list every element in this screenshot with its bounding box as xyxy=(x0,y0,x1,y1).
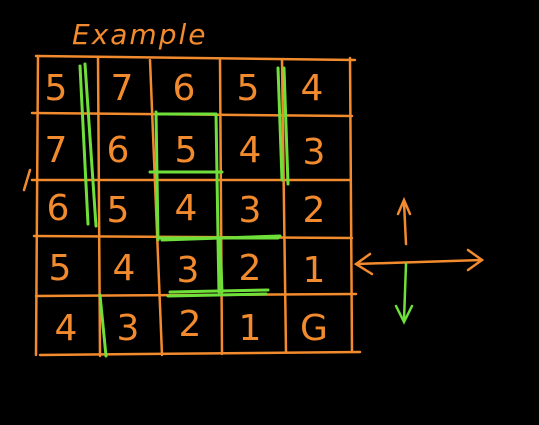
grid-cell: 1 xyxy=(303,250,326,291)
grid-cell: 3 xyxy=(303,132,326,173)
grid-cell: 3 xyxy=(177,250,200,291)
grid-cell: 6 xyxy=(47,188,70,229)
grid-cell: 2 xyxy=(303,190,326,231)
grid-cell: 1 xyxy=(239,308,262,349)
grid-cell: 7 xyxy=(111,68,134,109)
grid-cell: G xyxy=(300,308,328,349)
grid-cell: 6 xyxy=(173,68,196,109)
highlight-lines xyxy=(78,62,290,358)
grid-cell: 4 xyxy=(55,308,78,349)
example-title: Example xyxy=(72,18,207,51)
grid-cell: 3 xyxy=(117,308,140,349)
grid-cell: 5 xyxy=(49,248,72,289)
grid-cell: 6 xyxy=(107,130,130,171)
grid-cell: 2 xyxy=(179,304,202,345)
grid-cell: 5 xyxy=(107,190,130,231)
grid-cell: 5 xyxy=(237,68,260,109)
grid-cell: 4 xyxy=(113,248,136,289)
grid-cell: 4 xyxy=(301,68,324,109)
grid-cell: 2 xyxy=(239,248,262,289)
grid-cell: 7 xyxy=(45,130,68,171)
direction-arrows-icon xyxy=(353,196,485,325)
grid-cells: 5 7 6 5 4 7 6 5 4 3 6 5 4 3 2 5 4 3 2 1 … xyxy=(45,68,328,349)
grid-cell: 5 xyxy=(175,130,198,171)
grid-cell: 3 xyxy=(239,190,262,231)
grid-cell: 5 xyxy=(45,68,68,109)
grid-cell: 4 xyxy=(175,188,198,229)
grid-cell: 4 xyxy=(239,130,262,171)
